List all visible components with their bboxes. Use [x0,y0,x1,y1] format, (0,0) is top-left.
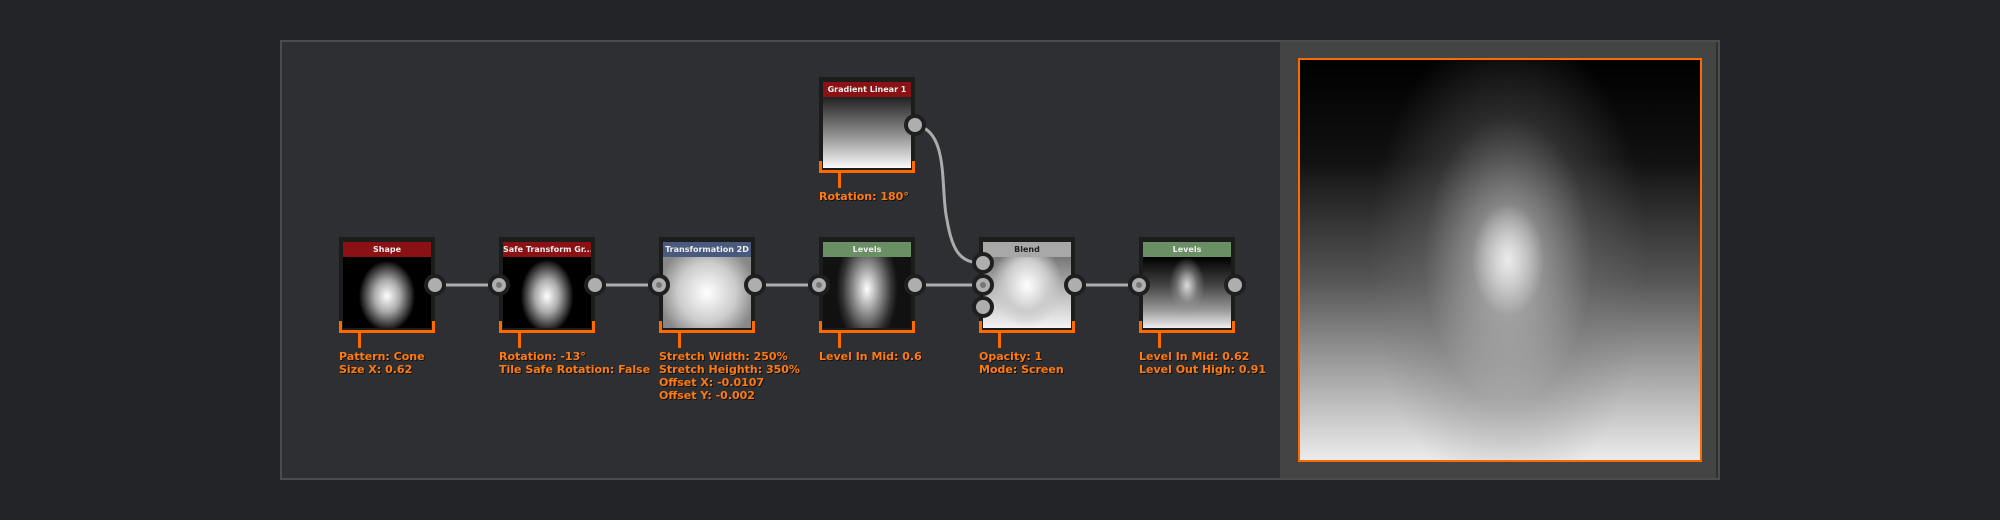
node-params: Stretch Width: 250% Stretch Heighth: 350… [659,350,800,402]
node-params: Level In Mid: 0.6 [819,350,922,363]
input-port[interactable] [808,274,830,296]
node-params: Level In Mid: 0.62 Level Out High: 0.91 [1139,350,1266,376]
param: Stretch Heighth: 350% [659,363,800,376]
param: Level In Mid: 0.62 [1139,350,1250,363]
param: Stretch Width: 250% [659,350,788,363]
param: Level Out High: 0.91 [1139,363,1267,376]
node-shape[interactable]: Shape [339,237,435,333]
param: Offset X: -0.0107 [659,376,765,389]
node-title: Transformation 2D [663,242,751,257]
output-port[interactable] [904,114,926,136]
input-port[interactable] [488,274,510,296]
node-safe-transform[interactable]: Safe Transform Gr... [499,237,595,333]
param: Offset Y: -0.002 [659,389,755,402]
output-port[interactable] [904,274,926,296]
output-port[interactable] [1064,274,1086,296]
node-thumbnail [663,257,751,328]
param: Opacity: 1 [979,350,1043,363]
input-port-foreground[interactable] [972,252,994,274]
node-title: Blend [983,242,1071,257]
node-title: Safe Transform Gr... [503,242,591,257]
node-params: Opacity: 1 Mode: Screen [979,350,1064,376]
param-stem [518,333,521,348]
output-port[interactable] [1224,274,1246,296]
node-thumbnail [823,97,911,168]
node-levels-2[interactable]: Levels [1139,237,1235,333]
param-stem [358,333,361,348]
node-title: Levels [823,242,911,257]
param: Level In Mid: 0.6 [819,350,922,363]
output-port[interactable] [584,274,606,296]
node-title: Gradient Linear 1 [823,82,911,97]
param-bracket [339,321,435,333]
param-stem [838,333,841,348]
node-thumbnail [823,257,911,328]
node-title: Shape [343,242,431,257]
param: Rotation: 180° [819,190,909,203]
param: Rotation: -13° [499,350,586,363]
param-stem [838,173,841,188]
param-bracket [979,321,1075,333]
param-bracket [499,321,595,333]
node-transformation-2d[interactable]: Transformation 2D [659,237,755,333]
input-port[interactable] [1128,274,1150,296]
output-preview-image [1298,58,1702,462]
node-thumbnail [503,257,591,328]
node-thumbnail [343,257,431,328]
node-params: Rotation: -13° Tile Safe Rotation: False [499,350,650,376]
input-port-mask[interactable] [972,296,994,318]
param: Size X: 0.62 [339,363,413,376]
node-gradient-linear[interactable]: Gradient Linear 1 [819,77,915,173]
node-thumbnail [1143,257,1231,328]
param-stem [998,333,1001,348]
param-bracket [819,161,915,173]
output-port[interactable] [744,274,766,296]
param: Pattern: Cone [339,350,425,363]
node-thumbnail [983,257,1071,328]
node-levels[interactable]: Levels [819,237,915,333]
output-port[interactable] [424,274,446,296]
param: Mode: Screen [979,363,1064,376]
param-stem [678,333,681,348]
param-stem [1158,333,1161,348]
node-blend[interactable]: Blend [979,237,1075,333]
node-params: Rotation: 180° [819,190,909,203]
input-port-background[interactable] [972,274,994,296]
param-bracket [1139,321,1235,333]
input-port[interactable] [648,274,670,296]
node-title: Levels [1143,242,1231,257]
param-bracket [659,321,755,333]
node-params: Pattern: Cone Size X: 0.62 [339,350,425,376]
param-bracket [819,321,915,333]
param: Tile Safe Rotation: False [499,363,651,376]
